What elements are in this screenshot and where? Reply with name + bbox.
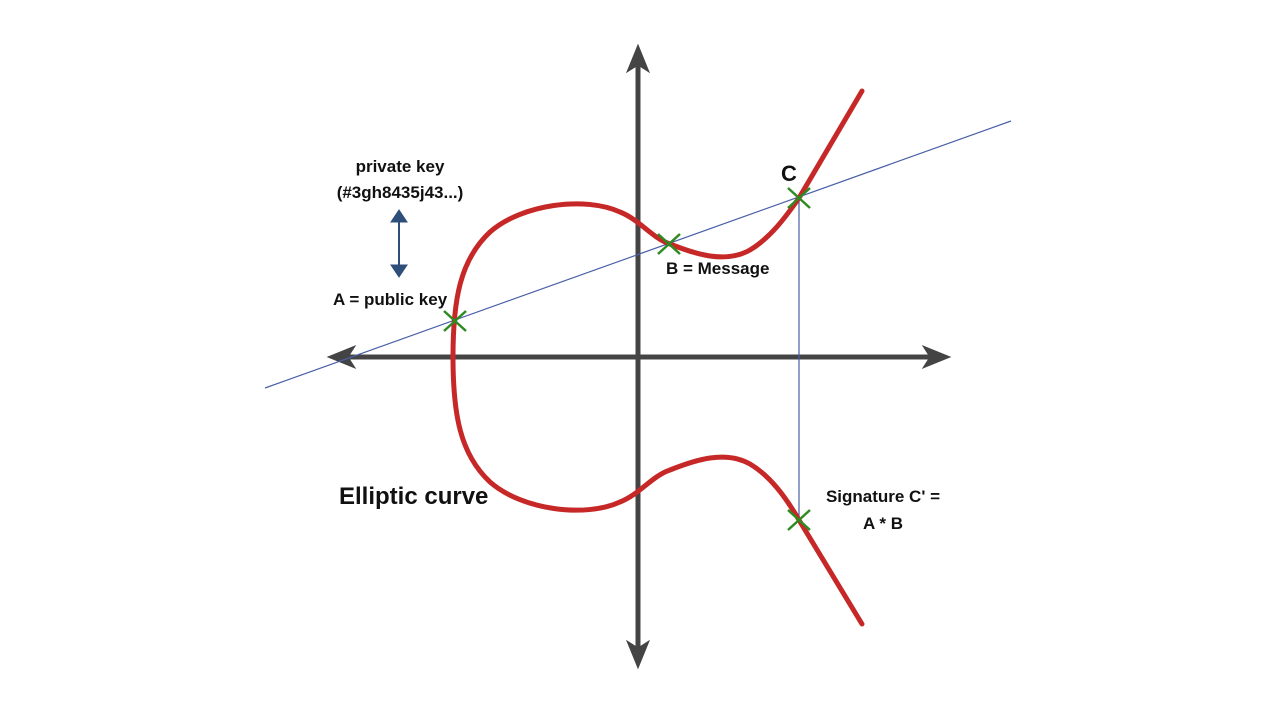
axes	[326, 43, 952, 670]
curve-lower	[450, 354, 865, 627]
y-axis-bottom-arrow	[625, 639, 651, 670]
private-key-label: private key (#3gh8435j43...)	[300, 154, 500, 206]
curve-loop	[450, 88, 865, 360]
x-axis-left-arrow	[326, 344, 357, 370]
signature-title: Signature C' =	[825, 487, 941, 506]
secant-line	[264, 120, 1012, 389]
marker-c-icon	[787, 187, 811, 209]
private-key-value: (#3gh8435j43...)	[336, 183, 464, 202]
message-label: B = Message	[666, 259, 770, 278]
private-key-title: private key	[355, 157, 445, 176]
point-c-label: C	[781, 161, 797, 186]
marker-a-icon	[443, 310, 467, 332]
public-key-label: A = public key	[333, 290, 448, 309]
intersection-markers	[443, 187, 811, 531]
y-axis-top-arrow	[625, 43, 651, 74]
signature-label: Signature C' = A * B	[810, 483, 956, 537]
key-relation-arrow-icon	[390, 209, 408, 278]
curve-name-label: Elliptic curve	[339, 483, 489, 510]
x-axis-right-arrow	[921, 344, 952, 370]
signature-formula: A * B	[863, 514, 903, 533]
marker-b-icon	[657, 233, 681, 255]
marker-c-prime-icon	[787, 509, 811, 531]
